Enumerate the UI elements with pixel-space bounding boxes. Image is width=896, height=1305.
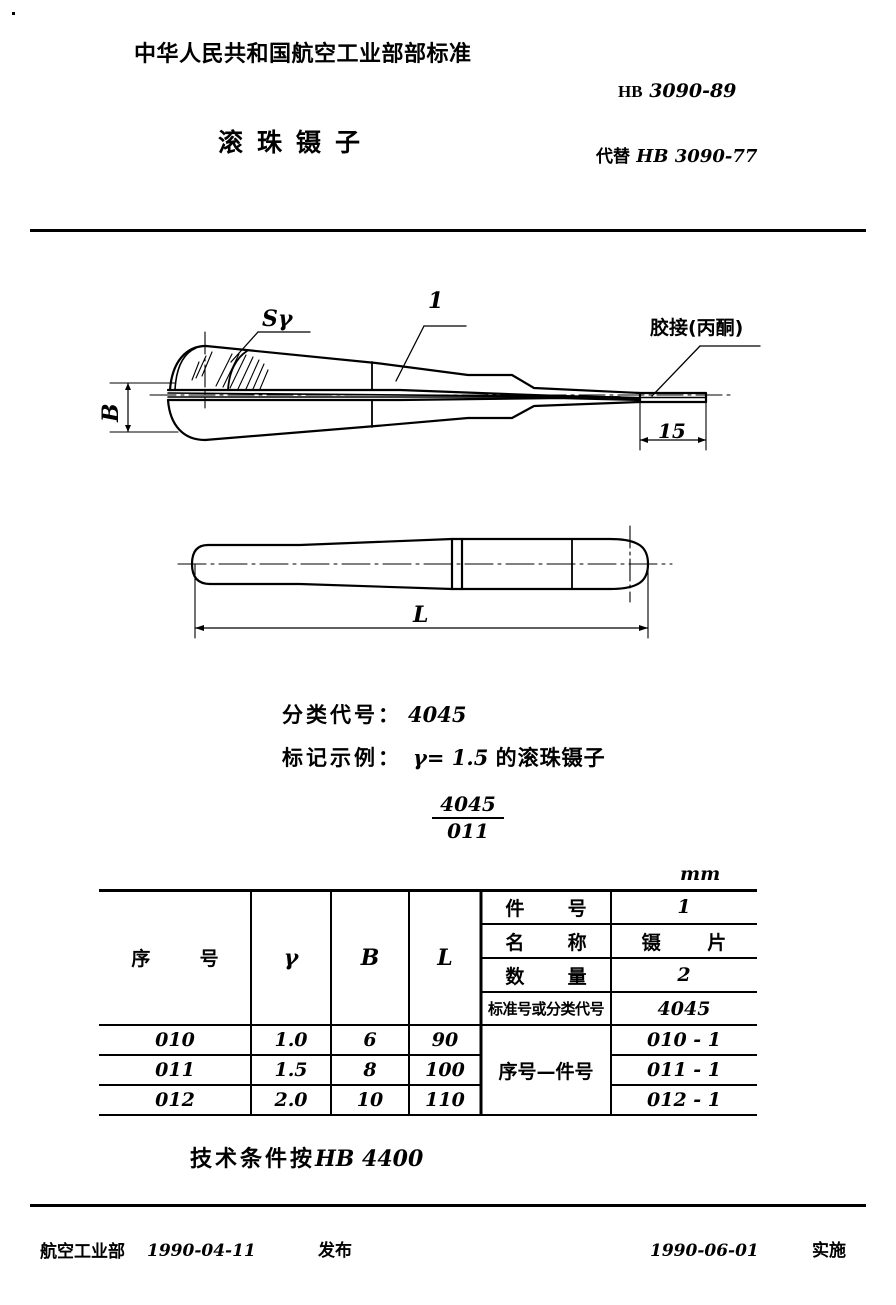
parts-mapping-value: 012 - 1 bbox=[647, 1089, 721, 1111]
l-dim-arrow-left bbox=[195, 625, 204, 631]
footer-effective-date: 1990-06-01 bbox=[650, 1241, 759, 1261]
upper-arm-top-edge bbox=[204, 344, 642, 395]
marking-code-numerator: 4045 bbox=[440, 792, 496, 816]
table-row: 6 bbox=[363, 1029, 377, 1051]
technical-conditions-reference: HB 4400 bbox=[315, 1146, 424, 1172]
parts-row-value-name: 镊 片 bbox=[641, 931, 731, 954]
unit-label: mm bbox=[680, 863, 721, 885]
ball-seat-arc bbox=[227, 350, 248, 391]
table-row: 012 bbox=[155, 1089, 195, 1111]
bond-dim-arrow-left bbox=[640, 437, 648, 443]
overall-length-dimension-label: L bbox=[412, 602, 428, 628]
b-dim-arrow-bottom bbox=[125, 425, 131, 432]
parts-row-label-quantity: 数 量 bbox=[505, 965, 597, 988]
table-row: 100 bbox=[425, 1059, 465, 1081]
footer-divider-rule bbox=[30, 1204, 866, 1207]
b-dim-arrow-top bbox=[125, 383, 131, 390]
marking-code-fraction: 4045 011 bbox=[432, 793, 504, 843]
parts-row-value-quantity: 2 bbox=[677, 964, 691, 986]
footer-issuer: 航空工业部 bbox=[40, 1243, 125, 1261]
part-number-label: 1 bbox=[428, 288, 443, 314]
marking-code-fraction-bar bbox=[432, 817, 504, 819]
table-row: 010 bbox=[155, 1029, 195, 1051]
tables-block: 序 号 γ B L 010 1.0 6 90 011 1.5 8 100 012… bbox=[99, 889, 757, 1117]
standard-number: HB 3090-89 bbox=[618, 82, 736, 101]
lower-arm-top-edge bbox=[166, 396, 642, 402]
bond-note-leader-line bbox=[651, 345, 701, 397]
parts-mapping-value: 010 - 1 bbox=[647, 1029, 721, 1051]
page-title: 滚珠镊子 bbox=[218, 128, 375, 157]
replaces-label: 代替 bbox=[596, 147, 630, 167]
ball-radius-leader-line bbox=[230, 331, 259, 363]
bond-note-label: 胶接(丙酮) bbox=[650, 316, 743, 339]
ball-section-hatching bbox=[191, 351, 269, 390]
ball-tip-inner-arc bbox=[174, 347, 197, 391]
parts-row-label-standard-code: 标准号或分类代号 bbox=[487, 1000, 605, 1018]
lower-arm-end-arc bbox=[166, 398, 207, 442]
corner-dot-mark bbox=[12, 12, 15, 15]
ball-radius-label: Sγ bbox=[262, 306, 294, 332]
drawing-canvas: Sγ 1 胶接(丙酮) B 15 L bbox=[98, 288, 761, 639]
technical-conditions-note: 技术条件按HB 4400 bbox=[190, 1148, 423, 1171]
parts-row-value-standard-code: 4045 bbox=[657, 997, 711, 1020]
col-header-radius: γ bbox=[283, 944, 299, 971]
table-row: 8 bbox=[363, 1059, 377, 1081]
parts-row-label-part-number: 件 号 bbox=[505, 897, 597, 920]
footer-effective-action: 实施 bbox=[812, 1241, 846, 1261]
marking-example-prefix: γ= 1.5 bbox=[413, 745, 489, 770]
col-header-width: B bbox=[360, 944, 380, 971]
parts-row-label-name: 名 称 bbox=[505, 931, 597, 954]
technical-drawing: Sγ 1 胶接(丙酮) B 15 L bbox=[0, 250, 896, 670]
table-row: 011 bbox=[155, 1059, 195, 1081]
lower-arm-bottom-edge bbox=[203, 400, 642, 442]
col-header-serial: 序 号 bbox=[131, 948, 231, 970]
parts-mapping-label: 序号—件号 bbox=[498, 1060, 594, 1083]
classification-code-label: 分类代号： bbox=[282, 703, 402, 727]
standard-number-value: 3090-89 bbox=[649, 80, 737, 102]
table-row: 1.0 bbox=[274, 1029, 308, 1051]
table-row: 10 bbox=[356, 1089, 384, 1111]
replaces-value: HB 3090-77 bbox=[636, 146, 758, 167]
marking-example-label: 标记示例： bbox=[282, 746, 402, 770]
bond-length-dimension-label: 15 bbox=[658, 419, 686, 443]
l-dim-arrow-right bbox=[639, 625, 648, 631]
table-row: 2.0 bbox=[274, 1089, 308, 1111]
footer-issue-action: 发布 bbox=[318, 1241, 352, 1261]
width-dimension-label: B bbox=[98, 403, 124, 423]
classification-code-value: 4045 bbox=[408, 702, 467, 727]
tables-grid bbox=[99, 889, 757, 1117]
marking-example-value: γ= 1.5 的滚珠镊子 bbox=[413, 747, 606, 769]
table-row: 90 bbox=[431, 1029, 459, 1051]
table-row: 110 bbox=[425, 1089, 465, 1111]
technical-conditions-text: 技术条件按 bbox=[190, 1147, 316, 1172]
standard-prefix: HB bbox=[618, 82, 643, 101]
table-row: 1.5 bbox=[274, 1059, 308, 1081]
parts-mapping-value: 011 - 1 bbox=[647, 1059, 721, 1081]
part-number-leader-line bbox=[395, 325, 425, 382]
parts-row-value-part-number: 1 bbox=[677, 896, 691, 918]
footer-issue-date: 1990-04-11 bbox=[147, 1241, 256, 1261]
marking-code-denominator: 011 bbox=[447, 819, 489, 843]
marking-example-suffix: 的滚珠镊子 bbox=[495, 746, 606, 770]
issuing-organization-title: 中华人民共和国航空工业部部标准 bbox=[134, 42, 472, 67]
replaces-note: 代替 HB 3090-77 bbox=[596, 148, 757, 166]
footer-issuer-text: 航空工业部 bbox=[40, 1242, 125, 1262]
header-divider-rule bbox=[30, 229, 866, 232]
col-header-length: L bbox=[437, 944, 453, 971]
bond-dim-arrow-right bbox=[698, 437, 706, 443]
